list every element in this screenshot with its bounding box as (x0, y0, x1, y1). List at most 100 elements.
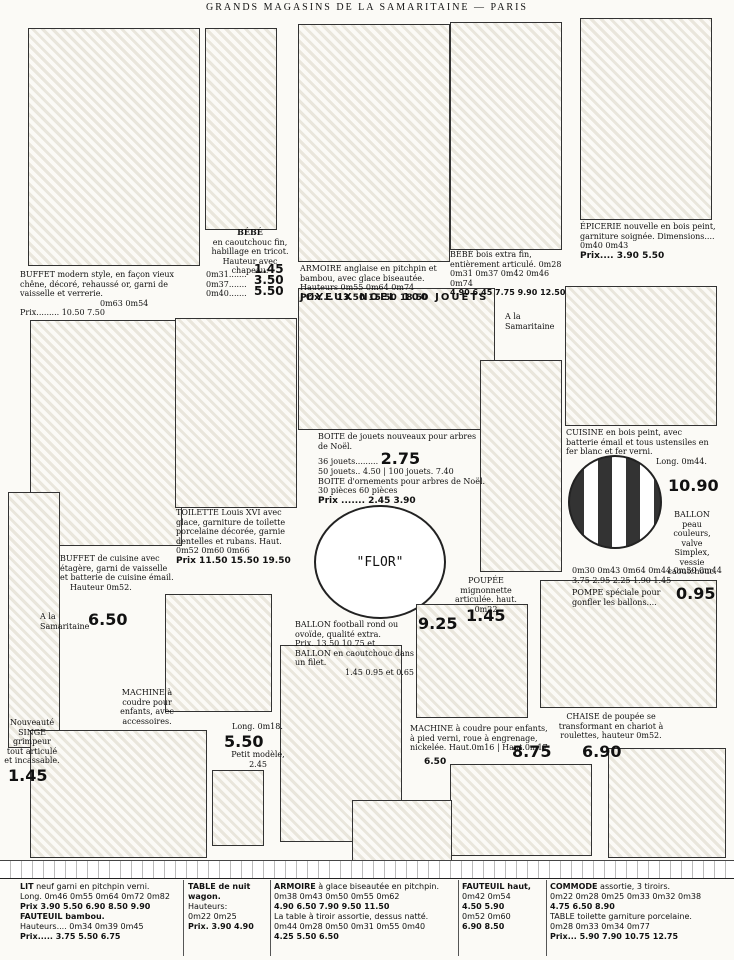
singe-caption: Nouveauté SINGE grimpeur tout articulé e… (4, 718, 60, 765)
bebe-tricot-sizes: 0m31....... 0m37....... 0m40....... (206, 270, 247, 298)
table-nuit-illustration (212, 770, 264, 846)
buffet-cuisine-text: BUFFET de cuisine avec étagère, garni de… (60, 554, 174, 582)
bottom-divider (270, 880, 271, 956)
machine-enfants-illustration (165, 594, 272, 712)
boite-ornements-text: BOITE d'ornements pour arbres de Noël. 3… (318, 476, 486, 496)
boite-jouets-sign: JOYEUX NOEL 100 JOUETS (300, 292, 489, 303)
bebe-tricot-text: en caoutchouc fin, habillage en tricot. … (211, 237, 289, 276)
lit-title: LIT (20, 882, 34, 891)
boite-jouets-text: BOITE de jouets nouveaux pour arbres de … (318, 432, 477, 451)
table-nuit-text: Hauteurs: (188, 902, 228, 911)
table-toilette-illustration (608, 748, 726, 858)
ballon-football-caption: BALLON football rond ou ovoïde, qualité … (295, 620, 415, 677)
toilette-illustration (175, 318, 297, 508)
toilette-caption: TOILETTE Louis XVI avec glace, garniture… (176, 508, 306, 566)
bebe-tricot-prices: 1.45 3.50 5.50 (254, 262, 284, 298)
epicerie-prices: Prix.... 3.90 5.50 (580, 250, 665, 261)
table-tiroir-sizes: 0m44 0m28 0m50 0m31 0m55 0m40 (274, 922, 426, 931)
ballon-caoutchouc-text: BALLON en caoutchouc dans un filet. (295, 648, 415, 668)
machine-enfants-size: Long. 0m18. (232, 722, 283, 731)
machine-engrenage-price1: 6.50 (424, 757, 447, 767)
machine-engrenage-caption: MACHINE à coudre pour enfants, à pied ve… (410, 724, 548, 752)
singe-price: 1.45 (8, 766, 48, 785)
table-toilette-text: TABLE toilette garniture porcelaine. (550, 912, 692, 921)
bebe-extra-illustration (450, 22, 562, 250)
poupee-caption: POUPÉE mignonnette articulée. haut. 0m22 (455, 576, 517, 614)
armoire-glace-prices: 4.90 6.50 7.90 9.50 11.50 (274, 902, 390, 911)
buffet-modern-caption: BUFFET modern style, en façon vieux chên… (20, 270, 200, 318)
boite-jouets-illustration (298, 288, 495, 430)
fauteuil-haut-sizes2: 0m52 0m60 (462, 912, 511, 921)
commode-sizes: 0m22 0m28 0m25 0m33 0m32 0m38 (550, 892, 702, 901)
buffet-modern-prices: Prix......... 10.50 7.50 (20, 308, 105, 317)
armoire-glace-title: ARMOIRE (274, 882, 316, 891)
page-header: GRANDS MAGASINS DE LA SAMARITAINE — PARI… (206, 2, 528, 13)
commode-prices: 4.75 6.50 8.90 (550, 902, 615, 911)
epicerie-text: ÉPICERIE nouvelle en bois peint, garnitu… (580, 222, 716, 250)
flor-ballon-illustration: "FLOR" (314, 505, 446, 619)
ballon-football-price: 9.25 (418, 614, 458, 633)
fauteuil-haut-prices2: 6.90 8.50 (462, 922, 505, 931)
poupee-price: 1.45 (466, 606, 506, 625)
chaise-poupee-price: 6.90 (582, 742, 622, 761)
cuisine-price: 10.90 (668, 476, 719, 495)
armoire-anglaise-caption: ARMOIRE anglaise en pitchpin et bambou, … (300, 264, 450, 303)
table-toilette-prices: Prix... 5.90 7.90 10.75 12.75 (550, 932, 679, 941)
toilette-text: TOILETTE Louis XVI avec glace, garniture… (176, 508, 286, 555)
armoire-anglaise-illustration (298, 24, 450, 262)
chaise-poupee-illustration (540, 580, 717, 708)
bottom-divider (183, 880, 184, 956)
fauteuil-haut-prices: 4.50 5.90 (462, 902, 505, 911)
chaise-poupee-caption: CHAISE de poupée se transformant en char… (558, 712, 664, 740)
armoire-anglaise-prices: Prix.... 13.50 15.50 18.50 (300, 292, 429, 303)
samaritaine-sign: A la Samaritaine (505, 312, 555, 331)
machine-engrenage-price2: 8.75 (512, 742, 552, 761)
bottom-armoire: ARMOIRE à glace biseautée en pitchpin. 0… (274, 882, 456, 942)
floor-boards (0, 860, 734, 879)
boite-jouets-price1: 2.75 (380, 449, 421, 468)
ballon-peau-caption: BALLON peau couleurs, valve Simplex, ves… (667, 510, 717, 576)
machine-enfants-caption: MACHINE à coudre pour enfants, avec acce… (120, 688, 174, 726)
fauteuil-haut-title: FAUTEUIL haut, (462, 882, 531, 891)
bottom-divider (546, 880, 547, 956)
toilette-prices: Prix 11.50 15.50 19.50 (176, 555, 291, 566)
ballon-football-prices: Prix. 13.50 10.75 et (295, 639, 376, 648)
commode-text: assortie, 3 tiroirs. (600, 882, 671, 891)
table-tiroir-prices: 4.25 5.50 6.50 (274, 932, 339, 941)
bottom-commode: COMMODE assortie, 3 tiroirs. 0m22 0m28 0… (550, 882, 730, 942)
armoire-anglaise-text: ARMOIRE anglaise en pitchpin et bambou, … (300, 264, 437, 292)
bebe-tricot-caption: BÉBÉ en caoutchouc fin, habillage en tri… (206, 227, 294, 276)
ballon-peau-sizes: 0m30 0m43 0m64 0m44 0m30 0m44 (572, 566, 722, 575)
buffet-modern-text: BUFFET modern style, en façon vieux chên… (20, 270, 175, 298)
commode-title: COMMODE (550, 882, 598, 891)
boite-jouets-line1: 36 jouets......... (318, 457, 379, 466)
fauteuil-bambou-title: FAUTEUIL bambou. (20, 912, 105, 921)
table-nuit-prices: Prix. 3.90 4.90 (188, 922, 254, 931)
lit-sizes: Long. 0m46 0m55 0m64 0m72 0m82 (20, 892, 170, 901)
bebe-extra-text: BÉBÉ bois extra fin, entièrement articul… (450, 250, 562, 288)
epicerie-illustration (580, 18, 712, 220)
lit-illustration (30, 730, 207, 858)
machine-enfants-small: Petit modèle, 2.45 (228, 750, 288, 769)
bottom-fauteuil-haut: FAUTEUIL haut, 0m42 0m54 4.50 5.90 0m52 … (462, 882, 546, 932)
cuisine-size: Long. 0m44. (656, 456, 707, 466)
bebe-tricot-illustration (205, 28, 277, 230)
boite-jouets-caption: BOITE de jouets nouveaux pour arbres de … (318, 432, 488, 506)
bottom-divider (458, 880, 459, 956)
table-tiroir-text: La table à tiroir assortie, dessus natté… (274, 912, 429, 921)
ballon-caoutchouc-prices: 1.45 0.95 et 0.65 (345, 667, 415, 677)
cuisine-text: CUISINE en bois peint, avec batterie éma… (566, 428, 709, 456)
bebe-extra-prices: 4.90 6.45 7.75 9.90 12.50 (450, 288, 566, 297)
lit-text: neuf garni en pitchpin verni. (36, 882, 150, 891)
pompe-price: 0.95 (676, 584, 716, 603)
bebe-tricot-title: BÉBÉ (237, 227, 263, 237)
buffet-cuisine-store: A la Samaritaine (40, 612, 90, 631)
machine-enfants-small-price: 2.45 (249, 759, 267, 769)
singe-illustration (8, 492, 60, 748)
table-tiroir-illustration (352, 800, 452, 862)
fauteuil-bambou-sizes: Hauteurs.... 0m34 0m39 0m45 (20, 922, 144, 931)
ballon-peau-prices: 3.75 2.95 2.25 1.90 1.45 (572, 576, 672, 585)
bottom-price-band (0, 878, 734, 959)
buffet-modern-sizes: 0m63 0m54 (100, 298, 149, 308)
machine-enfants-price: 5.50 (224, 732, 264, 751)
